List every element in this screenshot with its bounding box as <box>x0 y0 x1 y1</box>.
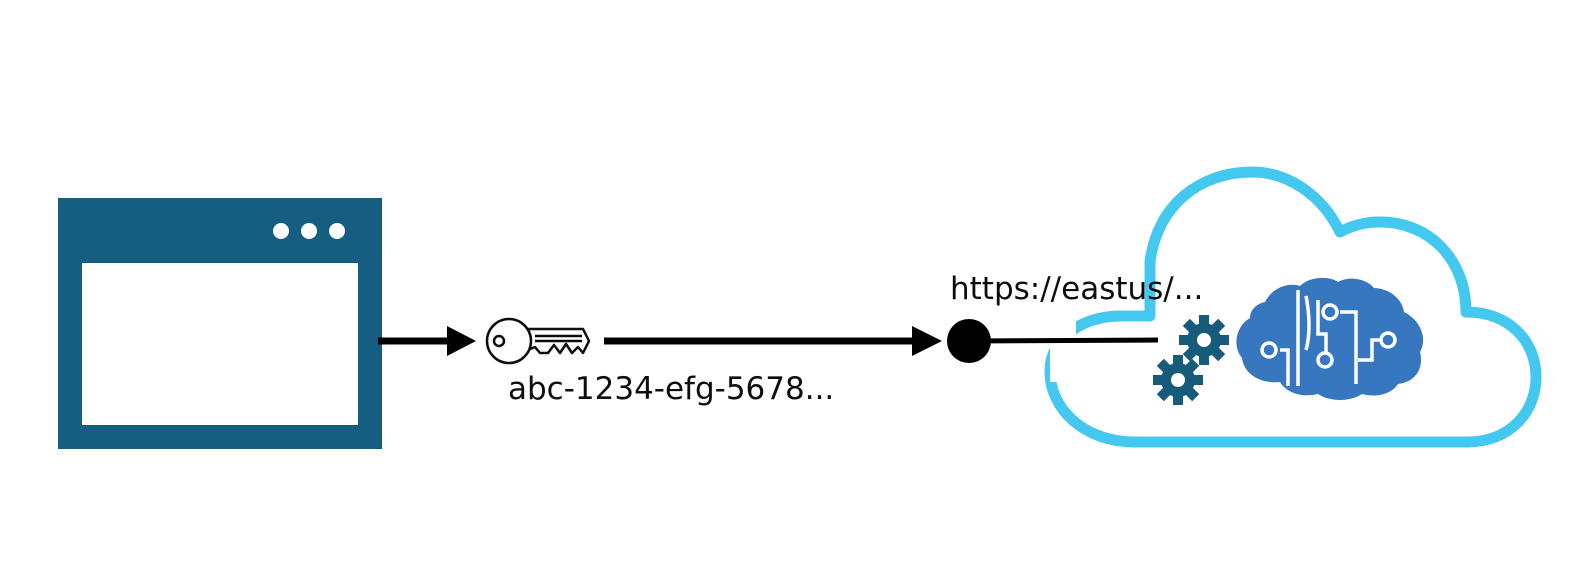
cloud-opening <box>1050 312 1076 382</box>
gears-icon <box>1153 315 1229 405</box>
ai-brain-icon <box>1236 277 1424 400</box>
endpoint-connector <box>947 319 1159 363</box>
arrow-app-to-key <box>378 326 476 356</box>
arrow-key-to-endpoint <box>604 326 942 356</box>
browser-window-icon <box>58 198 382 449</box>
api-key-label: abc-1234-efg-5678... <box>508 371 835 407</box>
key-icon <box>485 317 591 365</box>
endpoint-url-label: https://eastus/... <box>950 271 1204 307</box>
